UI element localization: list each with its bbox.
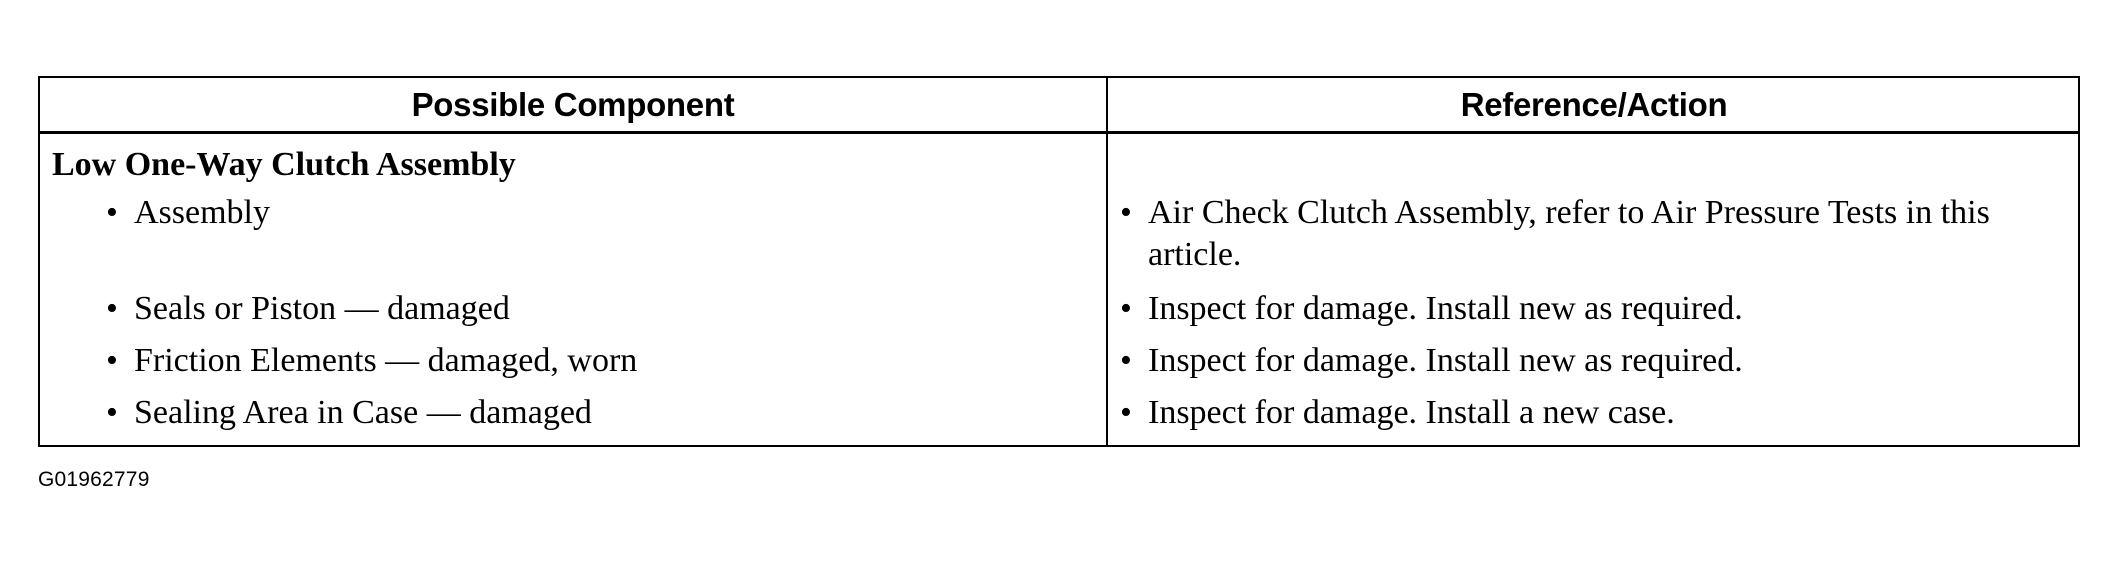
action-text: Inspect for damage. Install new as requi… <box>1148 290 1743 327</box>
header-reference-action: Reference/Action <box>1460 85 1728 123</box>
bullet-icon: • <box>106 394 118 431</box>
action-item: • Inspect for damage. Install a new case… <box>1120 392 2070 434</box>
bullet-icon: • <box>106 290 118 327</box>
bullet-icon: • <box>1120 194 1132 231</box>
header-possible-component: Possible Component <box>411 85 735 123</box>
component-item: • Assembly <box>106 192 270 234</box>
component-text: Friction Elements — damaged, worn <box>134 342 638 379</box>
column-divider <box>1106 78 1108 445</box>
group-title: Low One-Way Clutch Assembly <box>52 146 516 183</box>
bullet-icon: • <box>1120 342 1132 379</box>
component-item: • Sealing Area in Case — damaged <box>106 392 592 434</box>
bullet-icon: • <box>1120 290 1132 327</box>
component-text: Sealing Area in Case — damaged <box>134 394 592 431</box>
component-text: Seals or Piston — damaged <box>134 290 510 327</box>
action-text: Inspect for damage. Install new as requi… <box>1148 342 1743 379</box>
action-text: Air Check Clutch Assembly, refer to Air … <box>1148 194 1990 273</box>
bullet-icon: • <box>1120 394 1132 431</box>
bullet-icon: • <box>106 194 118 231</box>
action-item: • Inspect for damage. Install new as req… <box>1120 288 2070 330</box>
component-text: Assembly <box>134 194 270 231</box>
component-item: • Friction Elements — damaged, worn <box>106 340 637 382</box>
header-rule <box>40 131 2078 134</box>
figure-id: G01962779 <box>38 468 150 491</box>
action-text: Inspect for damage. Install a new case. <box>1148 394 1675 431</box>
action-item: • Air Check Clutch Assembly, refer to Ai… <box>1120 192 2070 276</box>
bullet-icon: • <box>106 342 118 379</box>
diagnosis-table: Possible Component Reference/Action Low … <box>38 76 2080 447</box>
action-item: • Inspect for damage. Install new as req… <box>1120 340 2070 382</box>
component-item: • Seals or Piston — damaged <box>106 288 510 330</box>
